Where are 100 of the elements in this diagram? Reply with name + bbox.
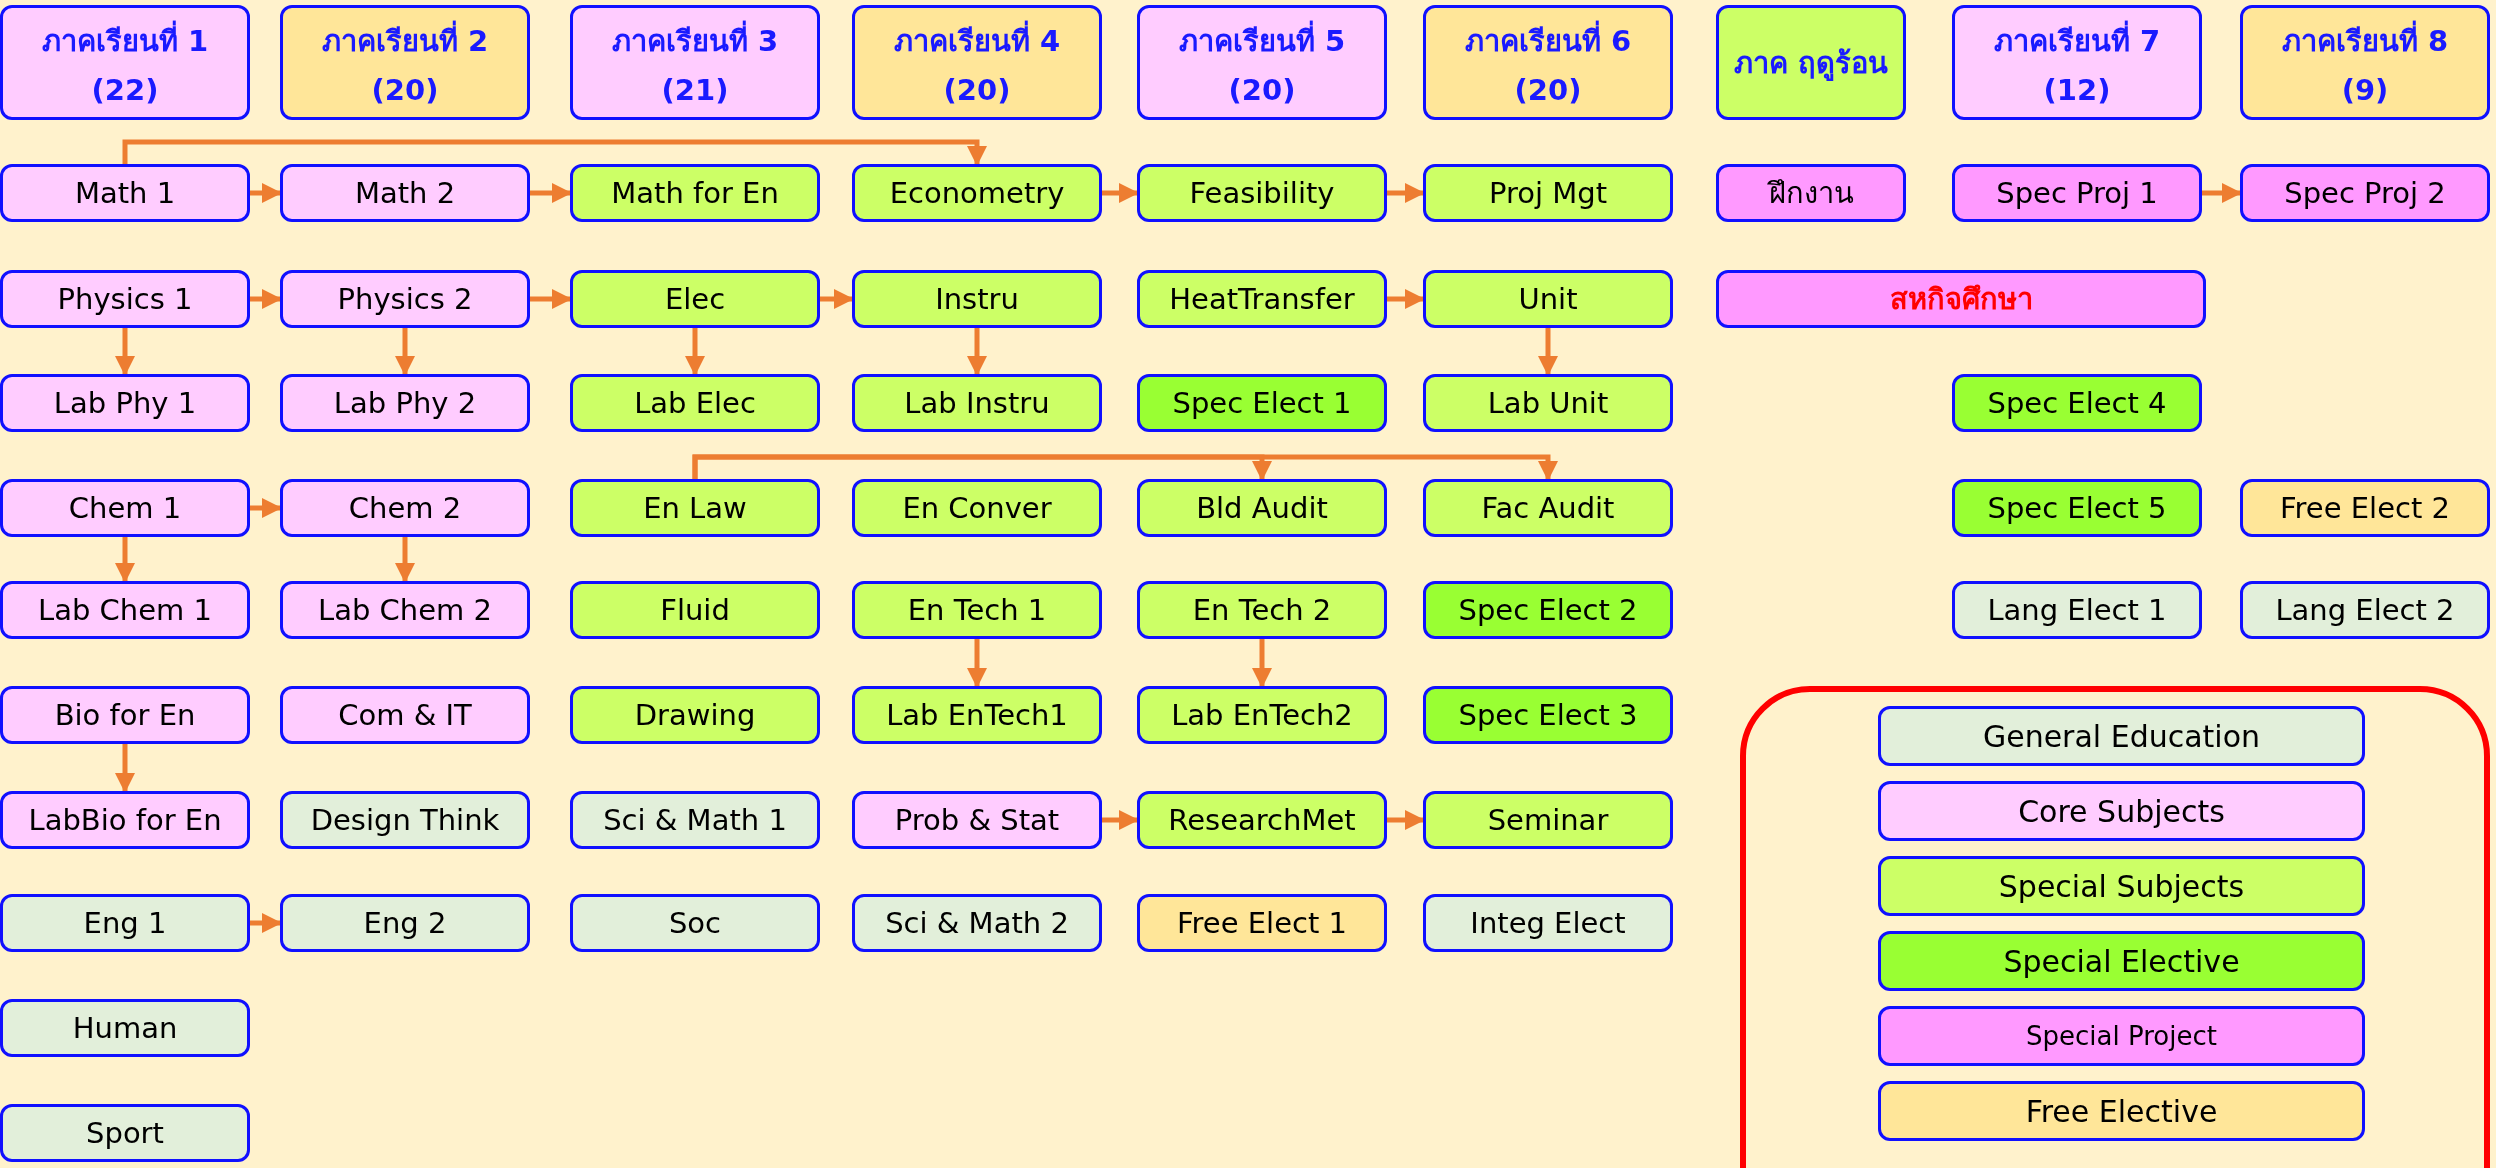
arrow xyxy=(1387,289,1425,309)
course-box: Spec Elect 4 xyxy=(1952,374,2202,432)
course-box: Unit xyxy=(1423,270,1673,328)
arrow xyxy=(115,537,135,583)
semester-title: ภาคเรียนที่ 2 xyxy=(321,18,489,65)
semester-title: ภาค ฤดูร้อน xyxy=(1733,44,1889,83)
course-box: Lang Elect 1 xyxy=(1952,581,2202,639)
credit-count: (9) xyxy=(2341,72,2389,107)
course-box: Lab Phy 2 xyxy=(280,374,530,432)
course-box: En Conver xyxy=(852,479,1102,537)
arrow xyxy=(530,289,572,309)
credit-count: (20) xyxy=(1228,72,1296,107)
credit-count: (20) xyxy=(371,72,439,107)
course-box: Chem 2 xyxy=(280,479,530,537)
course-box: Elec xyxy=(570,270,820,328)
course-box: Spec Elect 1 xyxy=(1137,374,1387,432)
course-box: Eng 1 xyxy=(0,894,250,952)
course-box: LabBio for En xyxy=(0,791,250,849)
arrow xyxy=(122,139,987,166)
semester-header-box xyxy=(2240,5,2490,120)
course-box: Spec Elect 2 xyxy=(1423,581,1673,639)
credit-count: (12) xyxy=(2043,72,2111,107)
credit-count: (21) xyxy=(661,72,729,107)
course-box: Com & IT xyxy=(280,686,530,744)
arrow xyxy=(1538,328,1558,376)
arrow xyxy=(2202,183,2242,203)
course-box: Sci & Math 1 xyxy=(570,791,820,849)
semester-header-box xyxy=(852,5,1102,120)
legend-item: General Education xyxy=(1878,706,2365,766)
semester-title: ภาคเรียนที่ 6 xyxy=(1464,18,1632,65)
course-box: Math 1 xyxy=(0,164,250,222)
credit-count: (22) xyxy=(91,72,159,107)
semester-title: ภาคเรียนที่ 7 xyxy=(1993,18,2161,65)
course-box: Lab Chem 1 xyxy=(0,581,250,639)
semester-header-box xyxy=(280,5,530,120)
legend-item: Free Elective xyxy=(1878,1081,2365,1141)
course-box: Integ Elect xyxy=(1423,894,1673,952)
legend-item: Special Subjects xyxy=(1878,856,2365,916)
arrow xyxy=(1102,810,1139,830)
course-box: Chem 1 xyxy=(0,479,250,537)
arrow xyxy=(1387,183,1425,203)
course-box: En Tech 2 xyxy=(1137,581,1387,639)
arrow xyxy=(967,639,987,688)
course-box: En Tech 1 xyxy=(852,581,1102,639)
course-box: Lab EnTech1 xyxy=(852,686,1102,744)
course-box: Lang Elect 2 xyxy=(2240,581,2490,639)
arrow xyxy=(692,454,1558,481)
course-box: Lab Unit xyxy=(1423,374,1673,432)
arrow xyxy=(250,289,282,309)
course-box: Lab EnTech2 xyxy=(1137,686,1387,744)
course-box: Spec Proj 1 xyxy=(1952,164,2202,222)
course-box: Seminar xyxy=(1423,791,1673,849)
course-box: Spec Proj 2 xyxy=(2240,164,2490,222)
course-box: Sport xyxy=(0,1104,250,1162)
semester-header-box xyxy=(0,5,250,120)
arrow xyxy=(1252,639,1272,688)
course-box: Physics 2 xyxy=(280,270,530,328)
semester-header-box xyxy=(1952,5,2202,120)
semester-header-box xyxy=(1423,5,1673,120)
arrow xyxy=(115,744,135,793)
arrow xyxy=(250,498,282,518)
arrow xyxy=(395,537,415,583)
semester-title: ภาคเรียนที่ 8 xyxy=(2281,18,2449,65)
semester-header-box xyxy=(1716,5,1906,120)
course-box: สหกิจศึกษา xyxy=(1716,270,2206,328)
course-box: ResearchMet xyxy=(1137,791,1387,849)
course-box: Design Think xyxy=(280,791,530,849)
arrow xyxy=(395,328,415,376)
credit-count: (20) xyxy=(1514,72,1582,107)
course-box: Bld Audit xyxy=(1137,479,1387,537)
course-box: Sci & Math 2 xyxy=(852,894,1102,952)
arrow xyxy=(820,289,854,309)
course-box: Math for En xyxy=(570,164,820,222)
course-box: Lab Elec xyxy=(570,374,820,432)
semester-title: ภาคเรียนที่ 1 xyxy=(41,18,209,65)
course-box: Instru xyxy=(852,270,1102,328)
legend-item: Special Project xyxy=(1878,1006,2365,1066)
semester-title: ภาคเรียนที่ 5 xyxy=(1178,18,1346,65)
course-box: En Law xyxy=(570,479,820,537)
course-box: Math 2 xyxy=(280,164,530,222)
credit-count: (20) xyxy=(943,72,1011,107)
course-box: ฝึกงาน xyxy=(1716,164,1906,222)
course-box: HeatTransfer xyxy=(1137,270,1387,328)
course-box: Spec Elect 5 xyxy=(1952,479,2202,537)
course-box: Bio for En xyxy=(0,686,250,744)
course-box: Fluid xyxy=(570,581,820,639)
semester-header-box xyxy=(1137,5,1387,120)
course-box: Fac Audit xyxy=(1423,479,1673,537)
course-box: Feasibility xyxy=(1137,164,1387,222)
legend-item: Special Elective xyxy=(1878,931,2365,991)
course-box: Eng 2 xyxy=(280,894,530,952)
arrow xyxy=(1102,183,1139,203)
arrow xyxy=(250,913,282,933)
legend-item: Core Subjects xyxy=(1878,781,2365,841)
course-box: Human xyxy=(0,999,250,1057)
course-box: Spec Elect 3 xyxy=(1423,686,1673,744)
arrow xyxy=(115,328,135,376)
course-box: Drawing xyxy=(570,686,820,744)
arrow xyxy=(250,183,282,203)
course-box: Lab Phy 1 xyxy=(0,374,250,432)
